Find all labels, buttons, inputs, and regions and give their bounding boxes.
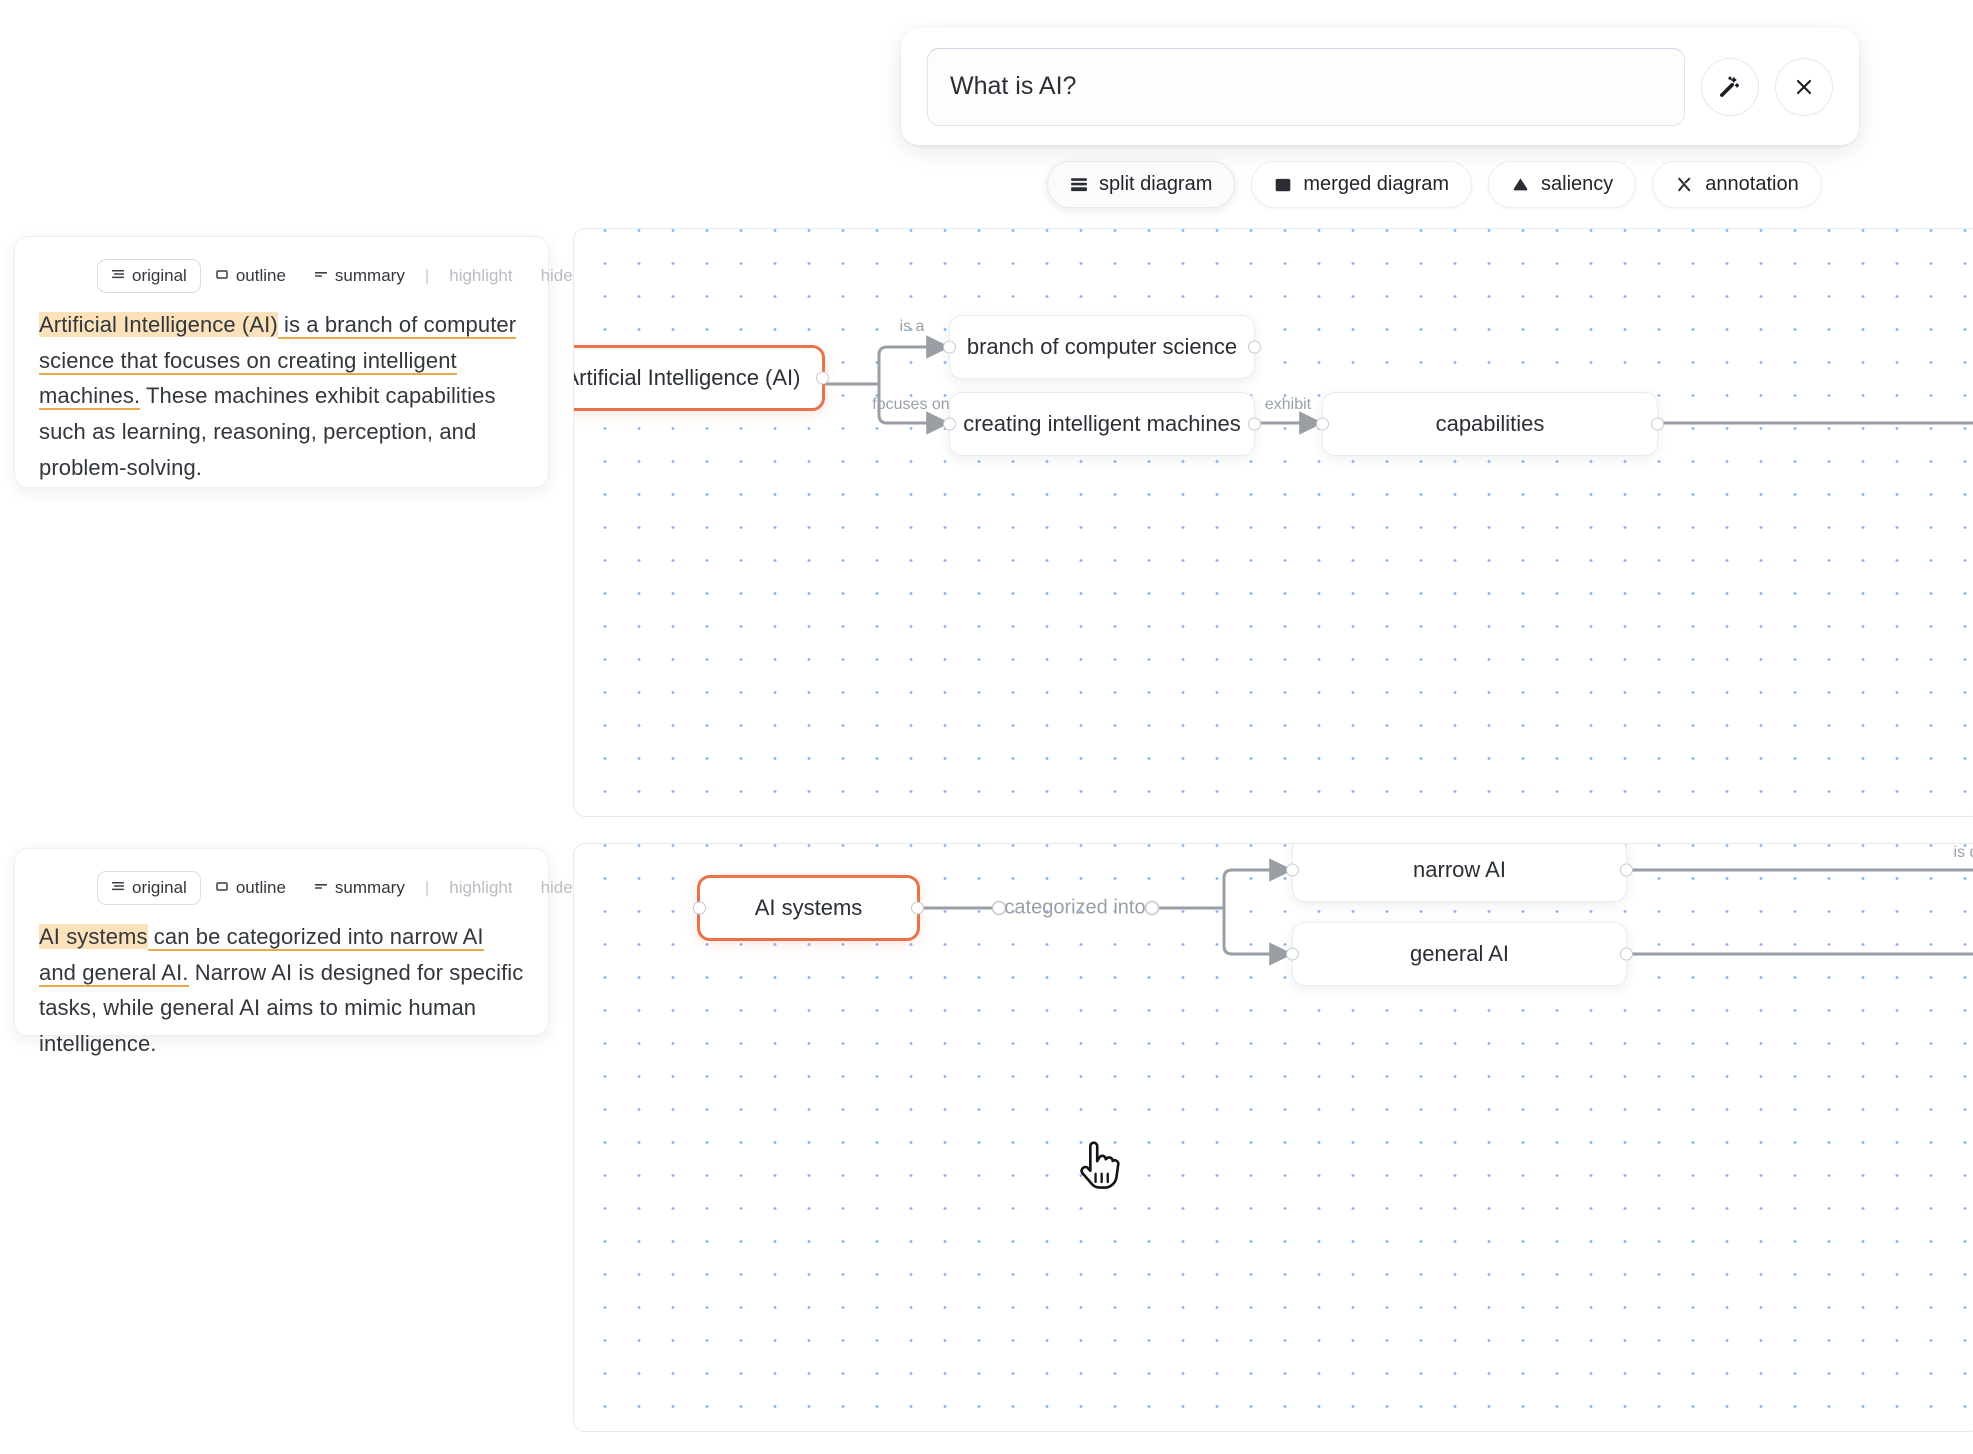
card-tab-outline[interactable]: outline: [201, 259, 300, 293]
node-handle-right[interactable]: [1620, 947, 1633, 961]
card-tab-label: outline: [235, 878, 286, 897]
text-segment-plain: These machines exhibit capabilities such…: [39, 383, 496, 480]
mode-button-label: saliency: [1541, 173, 1614, 195]
card-tab-label: outline: [235, 266, 286, 285]
node-handle-right[interactable]: [1248, 417, 1261, 431]
diagram-node-ai-systems[interactable]: AI systems: [693, 875, 924, 941]
diagram-node-narrow-ai[interactable]: narrow AI: [1286, 844, 1633, 902]
node-label: narrow AI: [1413, 857, 1506, 882]
rectangle-outline-icon: [215, 266, 229, 286]
card-tab-outline[interactable]: outline: [201, 871, 300, 905]
card-action-highlight[interactable]: highlight: [435, 259, 526, 293]
node-label: Artificial Intelligence (AI): [573, 365, 801, 390]
node-handle-left[interactable]: [943, 417, 956, 431]
node-label: creating intelligent machines: [963, 411, 1241, 436]
mode-button-split-diagram[interactable]: split diagram: [1047, 161, 1236, 208]
card-tab-label: summary: [334, 266, 405, 285]
text-segment-underlined: can be categorized into narrow AI and ge…: [39, 924, 484, 987]
card-tab-label: summary: [334, 878, 405, 897]
mode-button-annotation[interactable]: annotation: [1652, 161, 1822, 208]
two-lines-icon: [314, 878, 328, 898]
filled-square-icon: [1274, 176, 1292, 194]
magic-wand-icon: [1717, 74, 1743, 100]
mode-button-label: split diagram: [1099, 173, 1213, 195]
node-label: branch of computer science: [966, 334, 1238, 359]
mode-button-label: merged diagram: [1303, 173, 1450, 195]
diagram-edge-label-is-a: is a: [899, 318, 925, 335]
search-bar: [901, 28, 1859, 145]
diagram-panel-split-1[interactable]: Artificial Intelligence (AI) branch of c…: [573, 228, 1973, 817]
node-handle-right[interactable]: [1620, 863, 1633, 877]
node-label: capabilities: [1435, 411, 1545, 436]
close-icon: [1792, 75, 1816, 99]
diagram-edge-label-categorized-into: categorized into: [1004, 896, 1146, 919]
card-tab-label: original: [132, 266, 187, 285]
diagram-node-general-ai[interactable]: general AI: [1286, 922, 1633, 986]
node-handle-left[interactable]: [943, 340, 956, 354]
card-tab-original[interactable]: original: [97, 259, 201, 293]
lines-icon: [111, 266, 125, 286]
two-lines-icon: [314, 266, 328, 286]
diagram-edges-1: [825, 335, 1973, 435]
node-label: AI systems: [754, 895, 863, 920]
generate-button[interactable]: [1701, 57, 1759, 116]
node-handle-right[interactable]: [1248, 340, 1261, 354]
mode-button-saliency[interactable]: saliency: [1488, 161, 1637, 208]
close-button[interactable]: [1775, 57, 1833, 116]
diagram-node-artificial-intelligence[interactable]: Artificial Intelligence (AI): [573, 345, 829, 411]
heatmap-mountain-icon: [1511, 175, 1530, 194]
diagram-edge-label-exhibit: exhibit: [1264, 396, 1312, 413]
text-segment-highlighted: Artificial Intelligence (AI): [39, 312, 278, 337]
pen-strike-icon: [1675, 175, 1694, 194]
mode-button-merged-diagram[interactable]: merged diagram: [1251, 161, 1473, 208]
card-action-label: hide: [540, 266, 573, 285]
diagram-panel-split-2[interactable]: AI systems narrow AI general AI categori…: [573, 843, 1973, 1432]
card-action-label: highlight: [449, 878, 513, 897]
node-handle-left[interactable]: [1316, 417, 1329, 431]
card-tab-summary[interactable]: summary: [300, 871, 419, 905]
toolbar-separator: |: [424, 266, 430, 285]
card-action-hide[interactable]: hide: [527, 259, 587, 293]
diagram-edge-label-is-designed: is d: [1953, 844, 1973, 861]
card-tab-summary[interactable]: summary: [300, 259, 419, 293]
diagram-node-capabilities[interactable]: capabilities: [1316, 392, 1664, 456]
node-handle-left[interactable]: [1286, 863, 1299, 877]
text-card-original-2: original outline summary | highlight hid…: [14, 848, 573, 1056]
node-handle-left[interactable]: [693, 901, 706, 915]
rectangle-outline-icon: [215, 878, 229, 898]
node-handle-left[interactable]: [1286, 947, 1299, 961]
lines-icon: [111, 878, 125, 898]
text-segment-highlighted: AI systems: [39, 924, 148, 949]
diagram-node-branch-of-computer-science[interactable]: branch of computer science: [943, 315, 1261, 379]
card-toolbar: original outline summary | highlight hid…: [97, 259, 573, 293]
diagram-edges-2: [920, 858, 1973, 966]
diagram-edge-label-focuses-on: focuses on: [872, 396, 950, 413]
mode-toolbar: split diagram merged diagram saliency an…: [1047, 161, 1822, 208]
stacked-lines-icon: [1070, 176, 1088, 194]
card-tab-label: original: [132, 878, 187, 897]
node-label: general AI: [1409, 941, 1510, 966]
card-action-highlight[interactable]: highlight: [435, 871, 526, 905]
card-toolbar: original outline summary | highlight hid…: [97, 871, 573, 905]
node-handle-right[interactable]: [1651, 417, 1664, 431]
card-action-label: hide: [540, 878, 573, 897]
toolbar-separator: |: [424, 878, 430, 897]
card-action-label: highlight: [449, 266, 513, 285]
text-segment-underlined: is a branch of computer science that foc…: [39, 312, 517, 411]
card-tab-original[interactable]: original: [97, 871, 201, 905]
mode-button-label: annotation: [1705, 173, 1799, 195]
node-handle-right[interactable]: [816, 371, 829, 385]
node-handle-right[interactable]: [911, 901, 924, 915]
text-card-original-1: original outline summary | highlight hid…: [14, 236, 573, 488]
card-body-text: AI systems can be categorized into narro…: [39, 919, 524, 1062]
diagram-node-creating-intelligent-machines[interactable]: creating intelligent machines: [943, 392, 1261, 456]
card-body-text: Artificial Intelligence (AI) is a branch…: [39, 307, 524, 485]
search-input[interactable]: [927, 47, 1685, 126]
text-segment-plain: Narrow AI is designed for specific tasks…: [39, 959, 524, 1056]
card-action-hide[interactable]: hide: [527, 871, 587, 905]
